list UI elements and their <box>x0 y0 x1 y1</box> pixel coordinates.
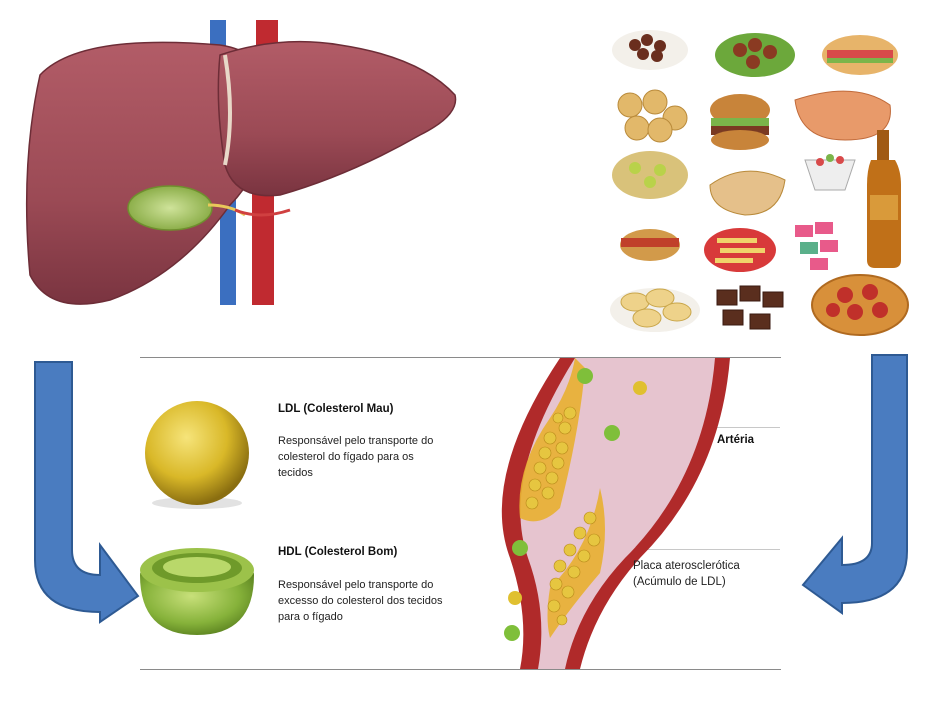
fatty-foods-collage-icon <box>610 30 909 336</box>
artery-cross-section-icon <box>501 358 730 669</box>
ldl-particle-icon <box>145 401 249 509</box>
plaque-leader-line <box>630 549 780 550</box>
hdl-title: HDL (Colesterol Bom) <box>278 546 398 558</box>
ldl-title: LDL (Colesterol Mau) <box>278 403 394 415</box>
curved-arrow-down-left-icon <box>801 354 908 615</box>
artery-label: Artéria <box>717 434 755 446</box>
curved-arrow-down-right-icon <box>34 361 140 624</box>
liver-illustration-icon <box>25 20 457 305</box>
ldl-description: Responsável pelo transporte do colestero… <box>278 435 434 479</box>
panel-top-line <box>140 357 781 358</box>
hdl-description: Responsável pelo transporte do excesso d… <box>278 579 443 623</box>
panel-bottom-line <box>140 669 781 670</box>
hdl-particle-icon <box>140 548 254 635</box>
artery-leader-line <box>680 427 780 428</box>
plaque-label: Placa aterosclerótica (Acúmulo de LDL) <box>633 560 740 588</box>
